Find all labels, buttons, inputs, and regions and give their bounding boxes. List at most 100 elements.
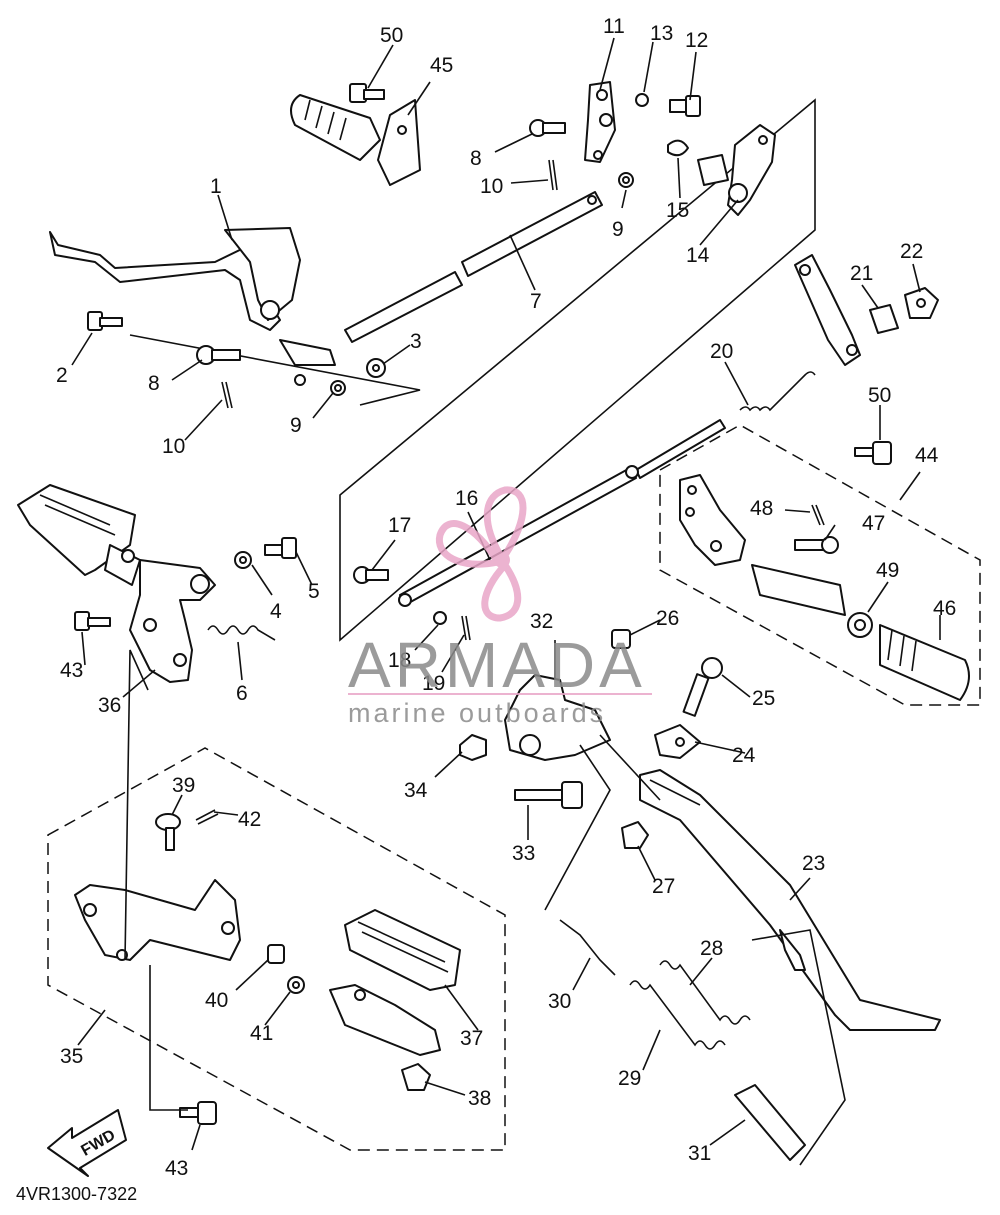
group-frame-right-footrest [659,424,981,706]
cotter-pin-48 [811,504,825,526]
callout-23: 23 [802,852,825,875]
bolt-12 [669,95,701,117]
collar-26 [611,629,631,649]
pin-8-lower [196,345,241,365]
bolt-50-top [349,83,385,103]
callout-26: 26 [656,607,679,630]
sleeve-31 [734,1084,806,1161]
washer-41 [287,976,305,994]
callout-42: 42 [238,808,261,831]
callout-43-upper: 43 [60,659,83,682]
bolt-43-lower [179,1101,217,1125]
footrest-shaft-46 [751,564,846,616]
callout-16: 16 [455,487,478,510]
callout-10-lower: 10 [162,435,185,458]
callout-14: 14 [686,244,710,267]
callout-46: 46 [933,597,956,620]
callout-34: 34 [404,779,428,802]
callout-19: 19 [422,672,445,695]
cotter-pin-42 [195,809,219,825]
callout-43-lower: 43 [165,1157,188,1180]
collar-21 [869,304,899,334]
watermark-tagline: marine outboards [348,698,606,728]
callout-13: 13 [650,22,673,45]
washer-9-lower [330,380,346,396]
shift-lever-21-arm [794,254,861,366]
watermark: ARMADA marine outboards [348,486,652,728]
callout-21: 21 [850,262,873,285]
callout-48: 48 [750,497,773,520]
nut-27 [621,821,649,849]
footrest-rubber-46 [879,624,970,701]
callout-18: 18 [388,649,411,672]
bolt-50-right [854,441,892,465]
brake-pedal [49,227,336,386]
shift-arm-11 [584,81,616,163]
watermark-propeller-logo [435,486,527,622]
callout-2: 2 [56,364,68,387]
callout-37: 37 [460,1027,483,1050]
cotter-pin-10-lower [221,381,233,409]
bolt-25 [682,657,723,717]
washer-3 [366,358,386,378]
callout-39: 39 [172,774,195,797]
callout-15: 15 [666,199,689,222]
pin-47 [794,536,839,554]
callout-44: 44 [915,444,939,467]
callout-20: 20 [710,340,733,363]
bolt-33 [514,781,583,809]
callout-4: 4 [270,600,282,623]
callout-50-right: 50 [868,384,891,407]
diagram-code: 4VR1300-7322 [16,1184,137,1204]
sidestand-bracket-32 [504,674,611,761]
callout-28: 28 [700,937,723,960]
bolt-2 [87,311,123,331]
callout-1: 1 [210,175,222,198]
callout-40: 40 [205,989,228,1012]
callout-30: 30 [548,990,571,1013]
footrest-bracket-44 [679,474,746,566]
callout-47: 47 [862,512,885,535]
group-frame-shift [339,98,816,642]
callout-9-upper: 9 [612,218,624,241]
shift-lever-14 [697,124,776,216]
circlip-13 [635,93,649,107]
callout-35: 35 [60,1045,83,1068]
callout-17: 17 [388,514,411,537]
callout-8-lower: 8 [148,372,160,395]
cotter-pin-19 [461,615,471,641]
washer-49 [847,612,873,638]
bolt-43-upper [74,611,111,631]
callout-49: 49 [876,559,899,582]
watermark-brand: ARMADA [348,629,646,701]
pin-8-upper [529,119,566,137]
callout-22: 22 [900,240,923,263]
leader-lines [71,37,941,1166]
washer-18 [433,611,447,625]
callout-31: 31 [688,1142,711,1165]
callout-7: 7 [530,290,542,313]
nut-22 [904,287,939,319]
callout-27: 27 [652,875,675,898]
spring-30 [559,919,616,976]
nut-38 [401,1063,431,1091]
callout-45: 45 [430,54,453,77]
callout-41: 41 [250,1022,273,1045]
callout-11: 11 [603,15,625,38]
pin-39 [155,813,181,851]
callout-50-top: 50 [380,24,403,47]
callout-6: 6 [236,682,248,705]
shift-rod [344,191,603,343]
callout-8-upper: 8 [470,147,482,170]
footrest-rubber [17,484,141,586]
footrest-plate [329,984,441,1056]
callout-29: 29 [618,1067,641,1090]
passenger-footrest-45 [290,94,421,186]
fwd-arrow: FWD [47,1109,127,1177]
cotter-pin-10-upper [548,159,558,191]
spring-29 [629,980,726,1050]
callout-5: 5 [308,580,320,603]
bolt-17 [353,566,389,584]
nut-4 [234,551,252,569]
